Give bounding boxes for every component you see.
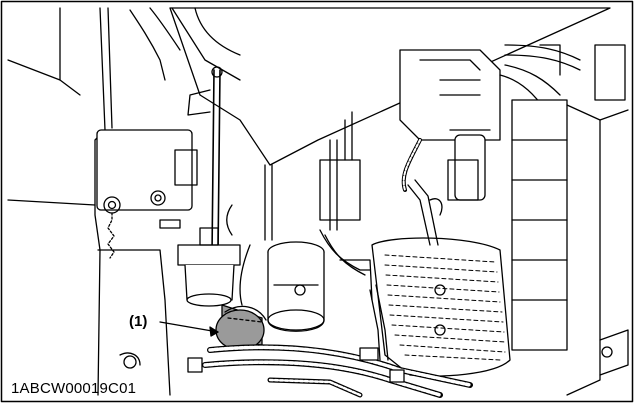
- fuel-pump-body: [454, 134, 486, 201]
- left-frame: [94, 7, 106, 396]
- callout-leader: [159, 321, 219, 333]
- figure-code: 1ABCW00019C01: [11, 380, 137, 397]
- hood-panel: [169, 7, 611, 166]
- hood-edge: [171, 7, 241, 81]
- radiator: [511, 99, 568, 351]
- wiring-harness: [202, 344, 473, 398]
- oil-filter: [215, 304, 267, 351]
- dipstick-rod: [211, 69, 215, 256]
- fuel-filter: [267, 241, 325, 332]
- bracket-plate: [96, 129, 193, 211]
- perforated-cover: [371, 237, 511, 377]
- callout-label-1: (1): [129, 313, 148, 330]
- chain: [107, 212, 115, 259]
